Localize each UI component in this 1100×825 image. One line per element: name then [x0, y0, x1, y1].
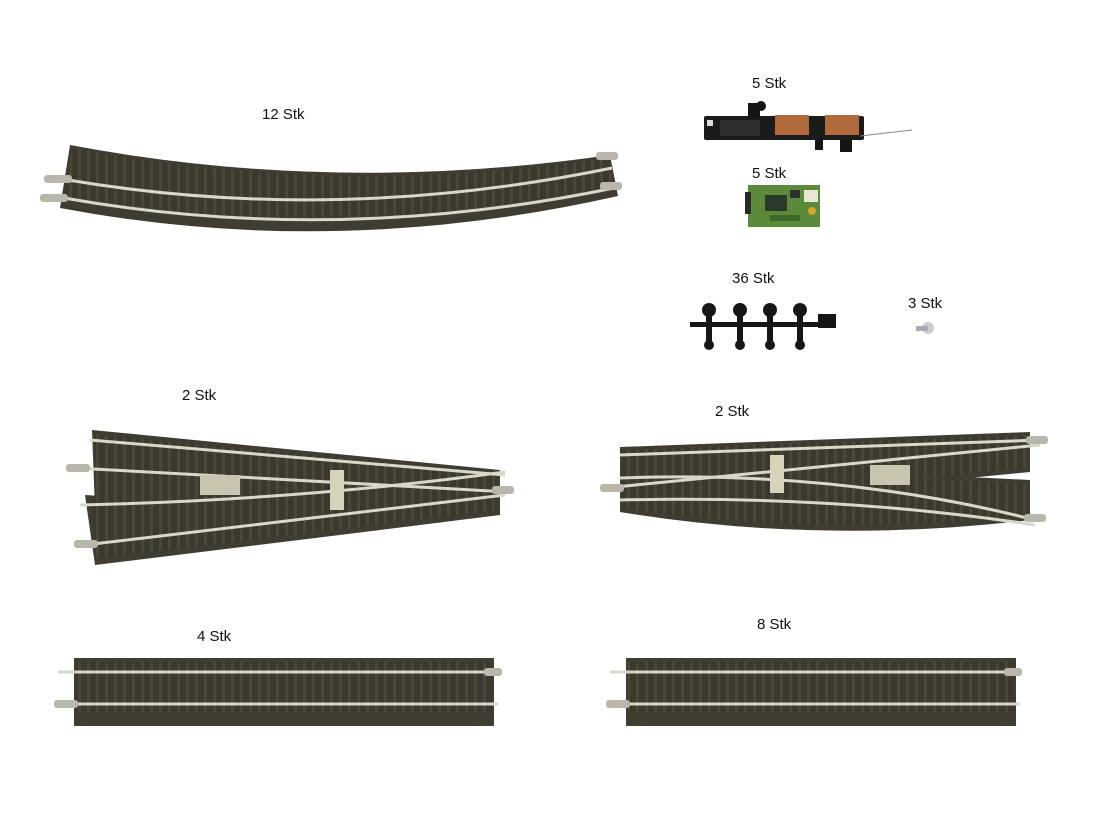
straight-track-a-icon — [54, 658, 502, 726]
straight-track-b-quantity: 8 Stk — [757, 616, 792, 633]
left-turnout-track-icon — [66, 430, 514, 565]
turnout-motor-icon — [704, 101, 913, 152]
curved-track-icon — [40, 145, 622, 232]
right-turnout-quantity: 2 Stk — [715, 403, 750, 420]
screws-quantity: 3 Stk — [908, 295, 943, 312]
clips-quantity: 36 Stk — [732, 270, 775, 287]
decoder-quantity: 5 Stk — [752, 165, 787, 182]
curved-track-quantity: 12 Stk — [262, 106, 305, 123]
straight-track-b-icon — [606, 658, 1022, 726]
decoder-board-icon — [745, 185, 820, 227]
left-turnout-quantity: 2 Stk — [182, 387, 217, 404]
screw-icon — [916, 322, 934, 334]
right-turnout-track-icon — [600, 432, 1048, 531]
turnout-motor-quantity: 5 Stk — [752, 75, 787, 92]
straight-track-a-quantity: 4 Stk — [197, 628, 232, 645]
track-clips-icon — [690, 303, 836, 350]
